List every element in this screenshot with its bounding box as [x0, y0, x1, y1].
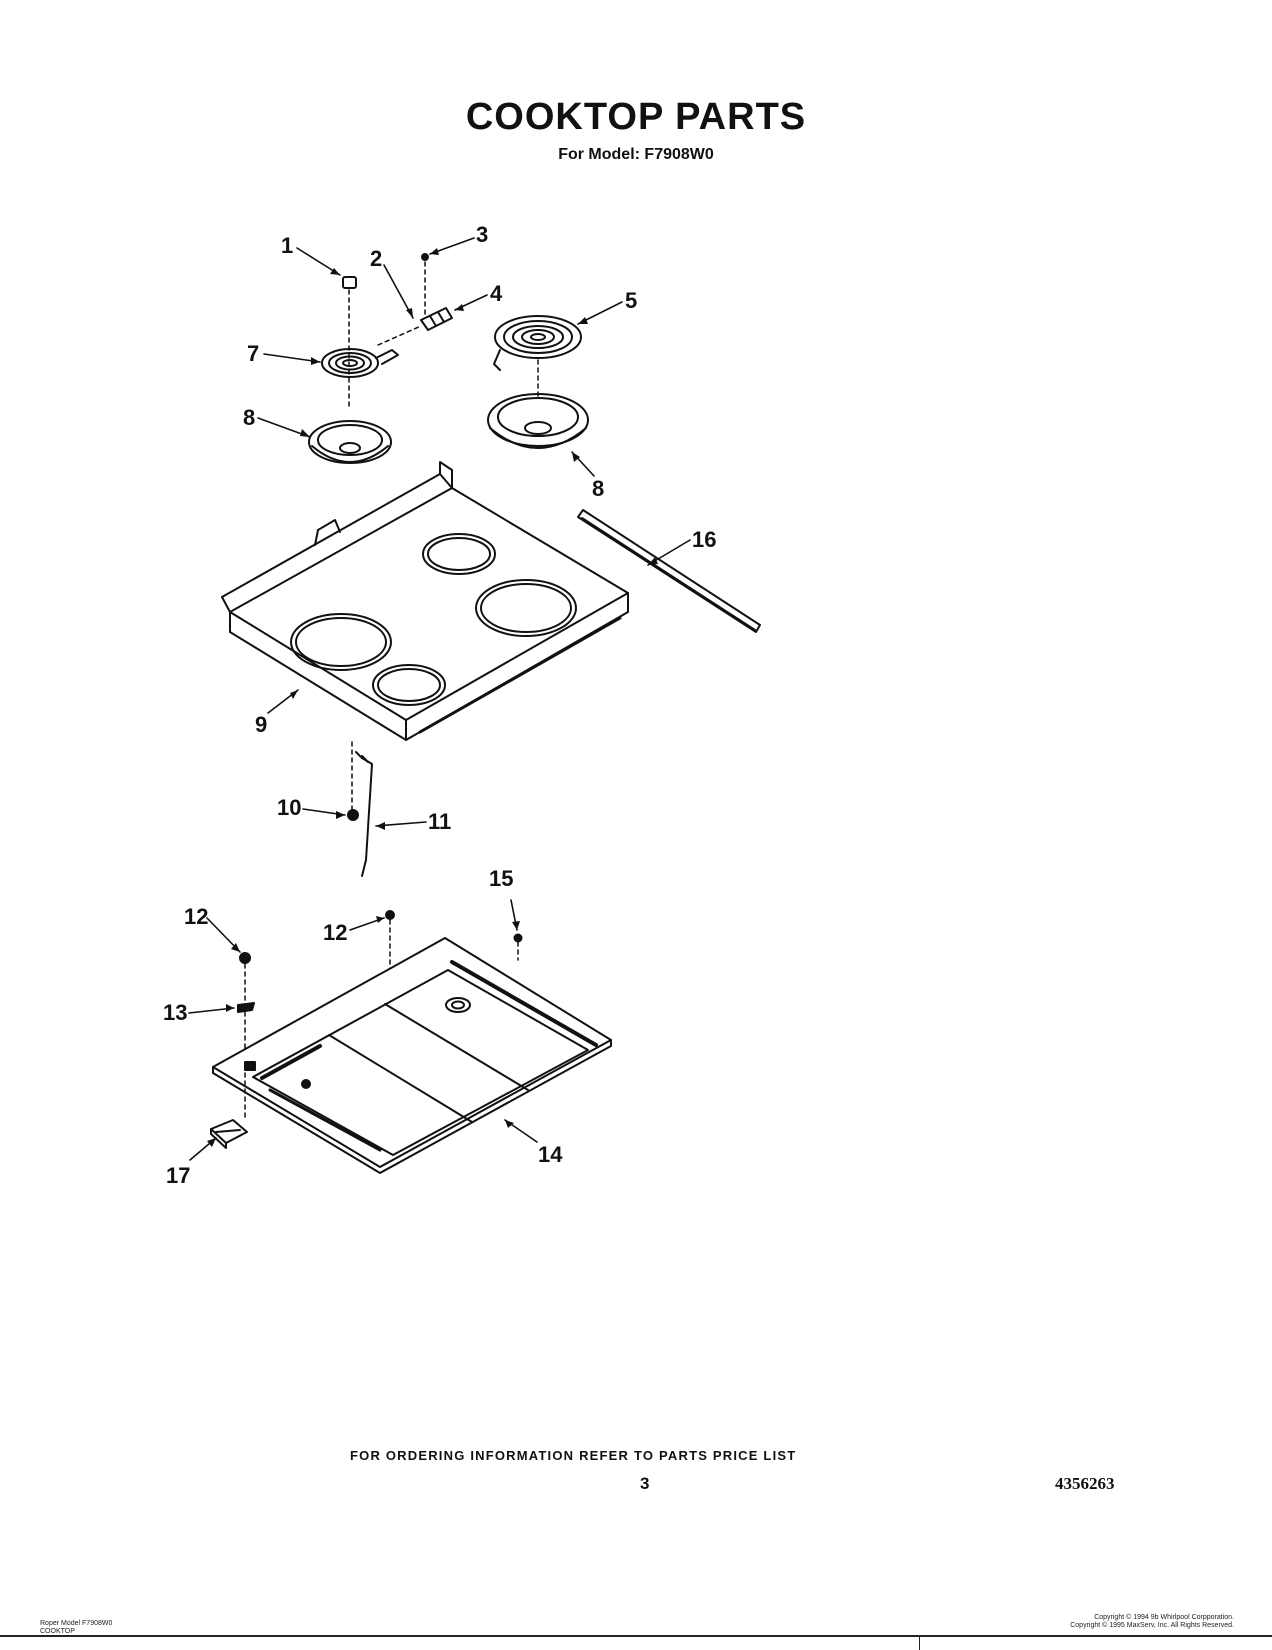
part-17-cover: [210, 1119, 248, 1149]
callout-10: 10: [277, 795, 301, 820]
footer-section-line: COOKTOP: [40, 1628, 75, 1635]
callout-1: 1: [281, 233, 293, 258]
footer-rule: [0, 1635, 1272, 1637]
callout-11: 11: [428, 809, 451, 834]
callout-12-left: 12: [184, 904, 208, 929]
callout-15: 15: [489, 866, 513, 891]
callout-14: 14: [538, 1142, 563, 1167]
callout-2: 2: [370, 246, 382, 271]
callout-4: 4: [490, 281, 503, 306]
part-1-cap: [342, 276, 357, 289]
callout-16: 16: [692, 527, 716, 552]
callout-8-large-bowl: 8: [592, 476, 604, 501]
leader-arrowheads: [207, 248, 658, 1147]
callout-12-right: 12: [323, 920, 347, 945]
part-4-terminal-block: [420, 307, 453, 331]
part-12-screw-left: [239, 952, 251, 964]
footer-model-info: Roper Model F7908W0 COOKTOP: [40, 1620, 112, 1636]
part-10-nut: [347, 809, 359, 821]
part-16-trim-strip: [577, 509, 761, 633]
copyright-line-1: Copyright © 1994 9b Whirlpool Corpporati…: [1094, 1614, 1234, 1621]
ordering-note: FOR ORDERING INFORMATION REFER TO PARTS …: [350, 1448, 797, 1463]
part-12-screw-right: [385, 910, 395, 920]
part-7-small-element: [321, 348, 399, 378]
page-number: 3: [640, 1474, 650, 1493]
part-11-rod: [355, 751, 373, 877]
copyright-line-2: Copyright © 1995 MaxServ, Inc. All Right…: [1070, 1622, 1234, 1629]
callout-13: 13: [163, 1000, 187, 1025]
callout-17: 17: [166, 1163, 190, 1188]
part-8-small-drip-bowl: [308, 420, 392, 464]
part-15-screw: [513, 933, 523, 943]
part-3-screw: [421, 253, 429, 261]
footer-model-line: Roper Model F7908W0: [40, 1620, 113, 1627]
model-subtitle: For Model: F7908W0: [558, 146, 714, 163]
page-title: COOKTOP PARTS: [465, 96, 807, 138]
footer-tick: [919, 1636, 920, 1650]
part-5-large-element: [493, 315, 582, 371]
part-14-bottom-panel: [212, 937, 612, 1174]
callout-9: 9: [255, 712, 267, 737]
part-8-large-drip-bowl: [487, 393, 589, 449]
callout-7: 7: [247, 341, 259, 366]
callout-3: 3: [476, 222, 488, 247]
callout-5: 5: [625, 288, 637, 313]
part-9-cooktop: [221, 461, 629, 741]
footer-copyright: Copyright © 1994 9b Whirlpool Corpporati…: [1070, 1614, 1234, 1630]
document-part-number: 4356263: [1055, 1474, 1115, 1493]
part-13-clip: [237, 1002, 255, 1013]
callout-8-small-bowl: 8: [243, 405, 255, 430]
